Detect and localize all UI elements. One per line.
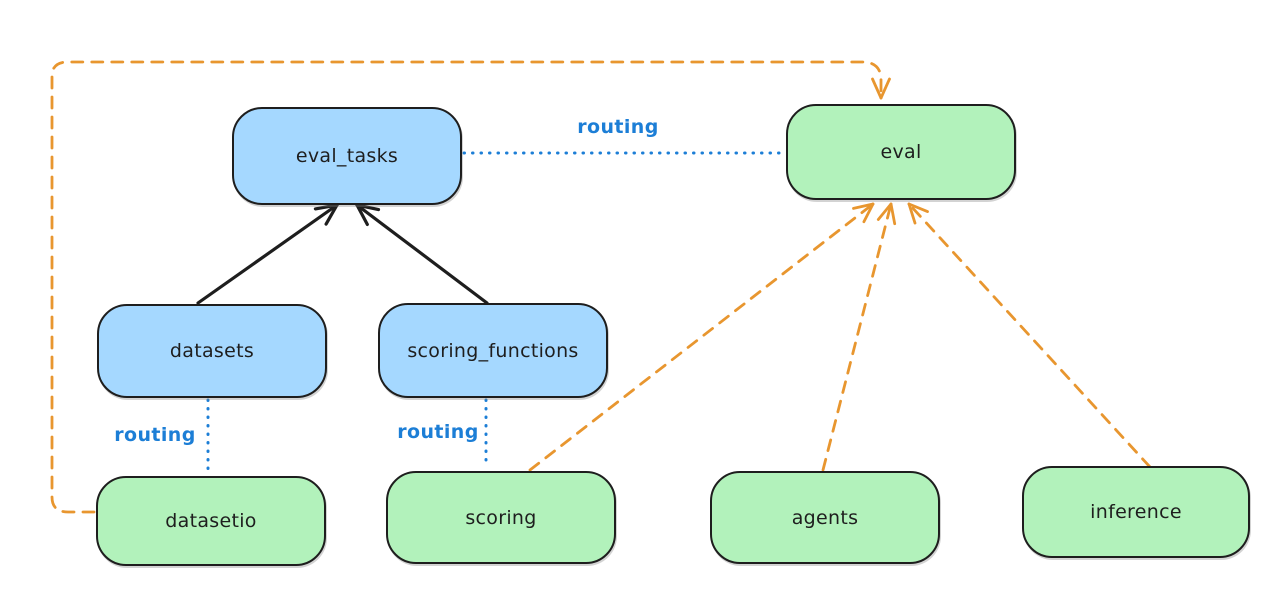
routing-label-datasets-datasetio: routing — [114, 424, 196, 446]
node-scoring-functions: scoring_functions — [378, 303, 608, 398]
node-eval-label: eval — [880, 141, 922, 163]
node-scoring: scoring — [386, 471, 616, 564]
node-scoring-functions-label: scoring_functions — [407, 339, 579, 362]
edge-datasetio-to-eval — [50, 60, 891, 514]
node-inference-label: inference — [1090, 501, 1182, 523]
edge-scoring-functions-to-eval-tasks — [355, 203, 489, 305]
node-eval: eval — [786, 104, 1016, 200]
edge-agents-to-eval — [821, 202, 897, 472]
node-datasets-label: datasets — [169, 340, 255, 362]
node-agents: agents — [710, 471, 940, 564]
node-agents-label: agents — [791, 506, 859, 529]
routing-label-scoring-functions-scoring: routing — [397, 421, 479, 443]
routing-label-eval-tasks-eval: routing — [577, 116, 659, 138]
node-scoring-label: scoring — [465, 506, 537, 529]
node-eval-tasks: eval_tasks — [232, 107, 462, 205]
edge-inference-to-eval — [907, 202, 1152, 469]
edge-scoring-to-eval — [528, 202, 875, 472]
node-inference: inference — [1022, 466, 1250, 558]
node-datasetio: datasetio — [96, 476, 326, 566]
node-eval-tasks-label: eval_tasks — [295, 145, 399, 167]
node-datasetio-label: datasetio — [165, 510, 257, 532]
node-datasets: datasets — [97, 304, 327, 398]
edge-datasets-to-eval-tasks — [196, 203, 339, 305]
